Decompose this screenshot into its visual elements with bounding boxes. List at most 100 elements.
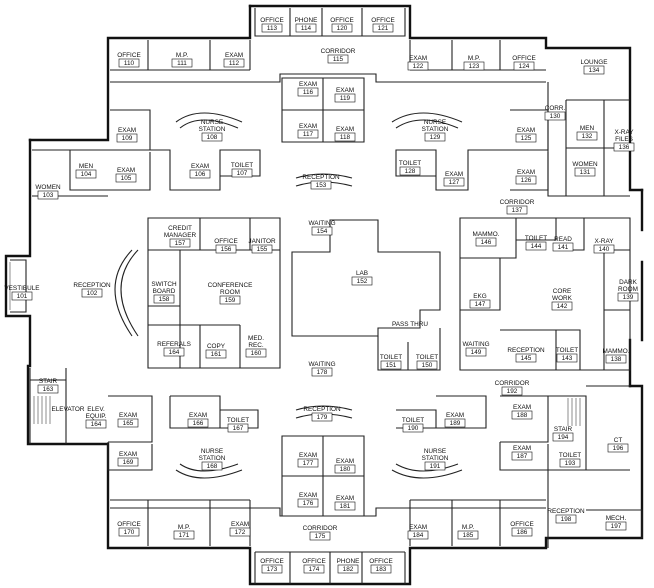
room-number-r165: 165	[123, 420, 134, 427]
room-number-r113: 113	[267, 25, 278, 32]
room-number-r136: 136	[619, 144, 630, 151]
room-name-r114: PHONE	[295, 17, 318, 24]
room-name-r196: CT	[614, 437, 623, 444]
room-number-box-r192	[501, 386, 523, 396]
room-name-r141: READ	[554, 236, 572, 243]
room-name-r117: EXAM	[299, 123, 317, 130]
room-number-r155: 155	[257, 246, 268, 253]
room-number-r170: 170	[124, 529, 135, 536]
room-number-r106: 106	[195, 171, 206, 178]
room-number-box-r170	[118, 527, 140, 537]
room-number-box-r149	[465, 347, 487, 357]
room-number-box-r152	[351, 276, 373, 286]
room-name-r167: TOILET	[227, 417, 249, 424]
room-name-r125: EXAM	[517, 127, 535, 134]
room-number-r112: 112	[229, 60, 240, 67]
room-number-box-r158	[153, 294, 175, 304]
pass-thru-annotation: PASS THRU	[392, 321, 428, 328]
room-number-r126: 126	[521, 177, 532, 184]
room-number-box-r163	[37, 384, 59, 394]
room-number-r161: 161	[211, 351, 222, 358]
room-name-r184: EXAM	[409, 524, 427, 531]
room-number-box-r171	[173, 530, 195, 540]
room-number-box-r178	[311, 367, 333, 377]
room-number-r157: 157	[175, 240, 186, 247]
room-number-r107: 107	[237, 170, 248, 177]
room-number-box-r140	[593, 244, 615, 254]
room-number-r167: 167	[233, 425, 244, 432]
room-name-r152: LAB	[356, 270, 368, 277]
room-name-r169: EXAM	[119, 451, 137, 458]
room-number-box-r117	[297, 129, 319, 139]
room-number-box-r125	[515, 133, 537, 143]
room-number-r130: 130	[550, 113, 561, 120]
room-number-r151: 151	[386, 362, 397, 369]
room-name-r182: PHONE	[337, 558, 360, 565]
room-number-r158: 158	[159, 296, 170, 303]
room-number-box-r154	[311, 226, 333, 236]
room-number-box-r196	[607, 443, 629, 453]
room-name-r112: EXAM	[225, 52, 243, 59]
room-number-r125: 125	[521, 135, 532, 142]
room-name-r179: RECEPTION	[303, 406, 341, 413]
room-number-box-r177	[297, 458, 319, 468]
room-number-box-r121	[372, 23, 394, 33]
room-name-r171: M.P.	[178, 524, 191, 531]
room-number-r134: 134	[589, 67, 600, 74]
room-number-r111: 111	[177, 60, 187, 67]
room-number-box-r136	[613, 142, 635, 152]
room-number-box-r139	[617, 292, 639, 302]
room-name-r110: OFFICE	[117, 52, 140, 59]
room-number-box-r164b	[85, 419, 107, 429]
room-number-r128: 128	[405, 168, 416, 175]
room-number-box-r127	[443, 177, 465, 187]
room-labels: OFFICE113PHONE114OFFICE120OFFICE121CORRI…	[4, 17, 639, 574]
room-number-box-r137	[506, 205, 528, 215]
room-number-box-r119	[334, 93, 356, 103]
room-name-r173: OFFICE	[260, 558, 283, 565]
room-number-r175: 175	[315, 533, 326, 540]
room-number-r171: 171	[179, 532, 190, 539]
room-number-box-r122	[407, 61, 429, 71]
room-number-box-r115	[327, 54, 349, 64]
room-number-r109: 109	[122, 135, 133, 142]
room-number-r191: 191	[430, 463, 441, 470]
room-name-r124: OFFICE	[512, 55, 535, 62]
room-name-r126: EXAM	[517, 169, 535, 176]
room-number-box-r160	[245, 348, 267, 358]
room-number-r169: 169	[123, 459, 134, 466]
room-number-r129: 129	[430, 134, 441, 141]
room-name-r106: EXAM	[191, 163, 209, 170]
room-number-box-r150	[416, 360, 438, 370]
room-number-r147: 147	[475, 301, 486, 308]
room-number-box-r182	[337, 564, 359, 574]
room-name-r143: TOILET	[556, 347, 578, 354]
room-name-r123: M.P.	[468, 55, 481, 62]
room-number-box-r145	[515, 353, 537, 363]
room-number-r163: 163	[43, 386, 54, 393]
room-number-box-r151	[380, 360, 402, 370]
room-number-box-r114	[295, 23, 317, 33]
room-number-box-r142	[551, 301, 573, 311]
room-number-box-r138	[605, 354, 627, 364]
room-name-r131: WOMEN	[572, 161, 598, 168]
room-number-box-r185	[457, 530, 479, 540]
room-number-box-r176	[297, 498, 319, 508]
room-number-box-r174	[303, 564, 325, 574]
room-number-box-r156	[215, 244, 237, 254]
room-name-r130: CORR.	[545, 105, 566, 112]
room-number-box-r175	[309, 531, 331, 541]
room-number-r143: 143	[562, 355, 573, 362]
room-name-r122: EXAM	[409, 55, 427, 62]
room-number-box-r168	[201, 461, 223, 471]
room-number-r197: 197	[611, 523, 622, 530]
stairs	[33, 396, 581, 426]
room-name-r197: MECH.	[606, 515, 627, 522]
room-number-box-r159	[219, 295, 241, 305]
room-number-r121: 121	[378, 25, 389, 32]
room-number-r160: 160	[251, 350, 262, 357]
